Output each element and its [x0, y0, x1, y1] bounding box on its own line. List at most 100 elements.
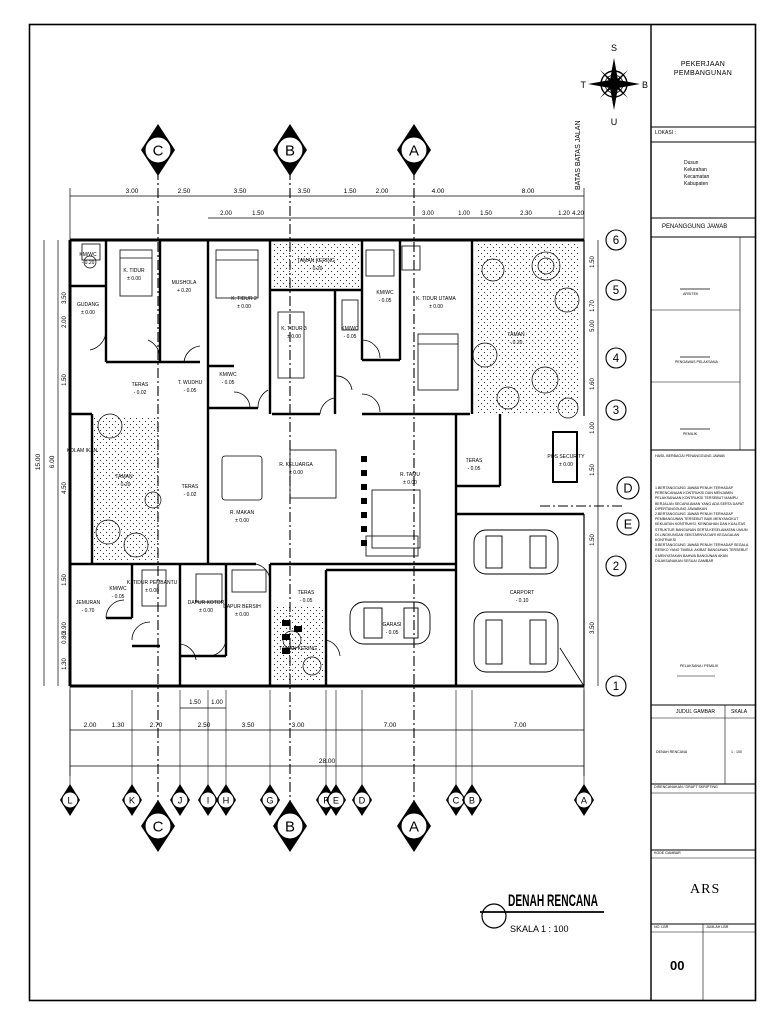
room-name-dapur-kotor-25: DAPUR KOTOR [188, 600, 225, 606]
dim-bottom-small-0: 1.50 [189, 700, 201, 706]
room-level-dapur-bersih-26: ± 0.00 [235, 612, 249, 618]
title-block-lines [651, 126, 755, 1000]
dim-top-inner-6: 1.20 [558, 211, 570, 217]
room-level-r-makan-18: ± 0.00 [235, 518, 249, 524]
room-level-k-tidur-utama-6: ± 0.00 [429, 304, 443, 310]
section-marker-bottom-b-label: B [285, 818, 295, 835]
section-marker-top-c [144, 136, 172, 164]
section-marker-top-a [400, 136, 428, 164]
grid-marker-bottom-i-label: I [207, 795, 210, 805]
room-name-carport-30: CARPORT [510, 590, 534, 596]
compass-south-label: S [611, 43, 617, 53]
plan-title: DENAH RENCANA [508, 891, 598, 910]
room-name-teras-16: TERAS [182, 484, 199, 490]
grid-marker-right-4-label: 4 [613, 353, 620, 365]
security-post [552, 431, 578, 483]
room-level-r-tamu-19: ± 0.00 [403, 480, 417, 486]
dry-garden-bottom-hatch [272, 606, 324, 682]
kode-gambar-label: KODE GAMBAR [654, 851, 681, 855]
location-line-kelurahan: Kelurahan [684, 167, 707, 173]
interior-walls [70, 240, 584, 686]
room-name-r-tamu-19: R. TAMU [400, 472, 420, 478]
section-marker-top-a-label: A [409, 142, 419, 159]
room-name-kolam-ikan-14: KOLAM IKAN [67, 448, 98, 454]
grid-marker-right-d [616, 476, 640, 500]
dim-bottom-2: 2.70 [150, 722, 163, 729]
room-level-teras-20: - 0.05 [468, 466, 481, 472]
dim-top-inner-4: 1.50 [480, 211, 492, 217]
drawing-scale: 1 : 100 [731, 750, 742, 754]
dim-top-outer-2: 3.50 [234, 188, 247, 195]
room-name-teras-11: TERAS [132, 382, 149, 388]
room-level-teras-27: - 0.05 [300, 598, 313, 604]
section-marker-bottom-c-label: C [153, 818, 164, 835]
drafter-label: DIRENCANAKAN / DRAFT SKRIPTING [654, 785, 718, 789]
furniture [81, 243, 459, 607]
grid-marker-bottom-a [575, 791, 593, 809]
dim-left-2: 1.50 [62, 374, 68, 386]
room-name-k-tidur-2-3: K. TIDUR 2 [231, 296, 257, 302]
responsible-label: PENANGGUNG JAWAB [662, 224, 728, 230]
room-level-k-tidur-3-8: ± 0.00 [287, 334, 301, 340]
room-name-k-tidur-utama-6: K. TIDUR UTAMA [416, 296, 456, 302]
road-boundary-label: BATAS BATAS JALAN [575, 120, 582, 190]
grid-marker-bottom-c-label: C [453, 795, 460, 805]
dim-top-outer-0: 3.00 [126, 188, 139, 195]
room-name-km-wc-13: KM/WC [219, 372, 237, 378]
floor-plan [68, 238, 585, 688]
stepping-stones [282, 456, 367, 654]
room-name-jemuran-22: JEMURAN [76, 600, 101, 606]
dim-top-outer-6: 4.00 [432, 188, 445, 195]
grid-marker-bottom-e [327, 791, 345, 809]
section-marker-top-b [276, 136, 304, 164]
grid-marker-bottom-a-label: A [581, 795, 588, 805]
car-carport-2 [473, 611, 559, 673]
room-name-taman-15: TAMAN [115, 474, 133, 480]
role-supervisor: PENGAWAS PELAKSANA [675, 360, 718, 364]
room-name-km-wc-23: KM/WC [109, 586, 127, 592]
dim-bottom-1: 1.30 [112, 722, 125, 729]
room-name-dapur-bersih-26: DAPUR BERSIH [223, 604, 261, 610]
sheet-number: 00 [670, 958, 685, 973]
grid-marker-bottom-h-label: H [223, 795, 230, 805]
grid-marker-right-d-label: D [623, 482, 632, 496]
dim-bottom-small-1: 1.00 [211, 700, 223, 706]
note-1: 1.BERTANGGUNG JAWAB PENUH TERHADAP PEREN… [655, 486, 745, 511]
grid-marker-right-e-label: E [624, 518, 632, 532]
dim-top-inner-2: 3.00 [422, 211, 434, 217]
grid-marker-bottom-d-label: D [359, 795, 366, 805]
notes-label: HASIL BERBAGAI PENANGGUNG JAWAB [655, 454, 725, 458]
dim-top-inner-3: 1.00 [458, 211, 470, 217]
room-level-garasi-29: - 0.05 [386, 630, 399, 636]
drawing-name: DENAH RENCANA [656, 750, 688, 754]
note-2: 2.BERTANGGUNG JAWAB PENUH TERHADAP PEMBA… [655, 512, 748, 543]
dim-right-4: 1.00 [590, 422, 596, 434]
section-marker-top-c-label: C [153, 142, 164, 159]
room-level-km-wc-0: - 0.20 [82, 260, 95, 266]
room-level-r-keluarga-17: ± 0.00 [289, 470, 303, 476]
dim-right-3: 1.60 [590, 378, 596, 390]
room-name-pos-security-21: POS SECURITY [547, 454, 585, 460]
dim-bottom-6: 7.00 [384, 722, 397, 729]
room-name-r-makan-18: R. MAKAN [230, 510, 255, 516]
room-level-km-wc-23: - 0.05 [112, 594, 125, 600]
project-title-line1: PEKERJAAN [680, 61, 726, 68]
dim-bottom-7: 7.00 [514, 722, 527, 729]
grid-marker-bottom-j-label: J [178, 795, 183, 805]
grid-marker-bottom-l-label: L [67, 795, 72, 805]
dim-top-outer-7: 8.00 [522, 188, 535, 195]
dim-bottom-3: 2.50 [198, 722, 211, 729]
location-line-dusun: Dusun [684, 160, 699, 166]
garden-front-hatch [476, 242, 580, 414]
room-level-pos-security-21: ± 0.00 [559, 462, 573, 468]
car-symbols [349, 529, 559, 673]
room-level-km-wc-9: - 0.05 [344, 334, 357, 340]
grid-marker-bottom-k [123, 791, 141, 809]
dim-total-width: 28.00 [319, 758, 336, 765]
dim-left-0: 3.50 [62, 292, 68, 304]
sheet-no-label: NO. LBR [654, 925, 669, 929]
grid-marker-bottom-f-label: F [323, 795, 329, 805]
note-3: 3.BERTANGGUNG JAWAB PENUH TERHADAP SEGAL… [655, 543, 749, 553]
room-name-km-wc-9: KM/WC [341, 326, 359, 332]
dim-top-inner-7: 4.20 [572, 211, 584, 217]
